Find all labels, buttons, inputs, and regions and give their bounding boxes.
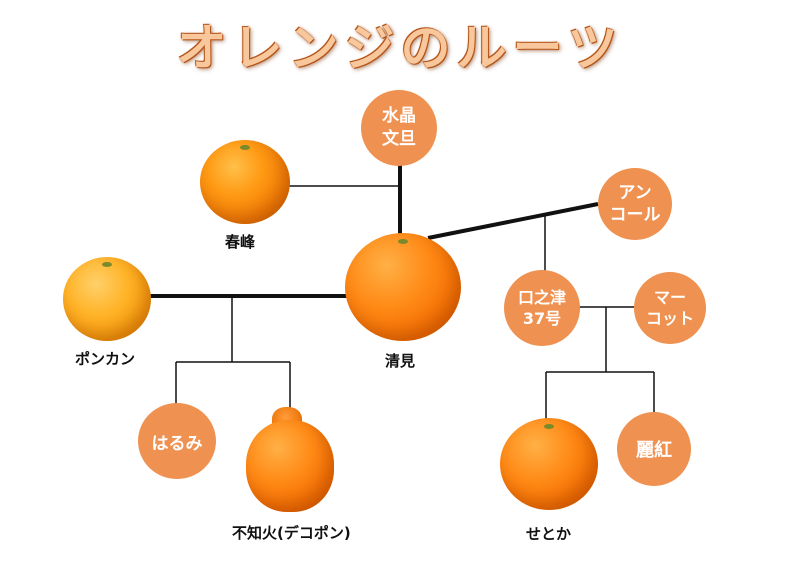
kuchinotsu37-circle: 口之津 37号 [504, 270, 580, 346]
ancor-circle: アン コール [598, 168, 672, 240]
ponkan-fruit-image [63, 257, 151, 341]
kiyomi-fruit-image [345, 233, 461, 341]
harumi-circle: はるみ [138, 403, 216, 479]
shunpo-fruit-image [200, 140, 290, 224]
page-title: オレンジのルーツ [176, 19, 624, 77]
murcott-circle: マー コット [634, 272, 706, 344]
reikou-circle: 麗紅 [617, 412, 691, 486]
shunpo-label: 春峰 [225, 233, 256, 251]
setoka-fruit-image [500, 418, 598, 510]
ponkan-label: ポンカン [75, 350, 136, 368]
setoka-label: せとか [526, 525, 572, 543]
line-kiyomi-ancor [427, 202, 599, 240]
shiranuhi-fruit-image [246, 420, 334, 512]
shiranuhi-label: 不知火(デコポン) [232, 524, 351, 542]
suisho-buntan-circle: 水晶 文旦 [361, 90, 437, 166]
kiyomi-label: 清見 [385, 352, 416, 370]
